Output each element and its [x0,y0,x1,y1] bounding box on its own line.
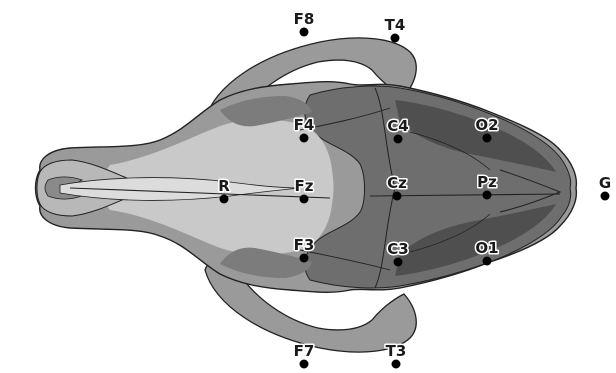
electrode-dot [220,195,229,204]
electrode-dot [300,28,309,37]
electrode-label: T3 [386,342,407,360]
electrode-t4: T4 [385,16,406,43]
electrode-dot [483,257,492,266]
electrode-dot [393,192,402,201]
electrode-label: G [599,174,611,192]
electrode-dot [601,192,610,201]
electrode-label: C4 [387,117,408,135]
electrode-label: R [218,177,230,195]
electrode-label: F7 [294,342,315,360]
electrode-dot [394,258,403,267]
electrode-label: Cz [387,174,407,192]
electrode-label: C3 [387,240,408,258]
electrode-label: Pz [477,173,497,191]
electrode-g: G [599,174,611,201]
electrode-label: O2 [475,116,498,134]
electrode-label: F8 [294,10,315,28]
electrode-dot [300,134,309,143]
electrode-label: F3 [294,236,315,254]
electrode-r: R [218,177,230,204]
electrode-dot [300,195,309,204]
electrode-label: T4 [385,16,406,34]
electrode-label: Fz [295,177,314,195]
electrode-dot [300,254,309,263]
electrode-t3: T3 [386,342,407,369]
electrode-dot [391,34,400,43]
electrode-f8: F8 [294,10,315,37]
electrode-dot [300,360,309,369]
electrode-dot [483,191,492,200]
electrode-dot [394,135,403,144]
electrode-label: F4 [294,116,315,134]
electrode-f7: F7 [294,342,315,369]
electrode-dot [483,134,492,143]
electrode-dot [392,360,401,369]
electrode-label: O1 [475,239,498,257]
